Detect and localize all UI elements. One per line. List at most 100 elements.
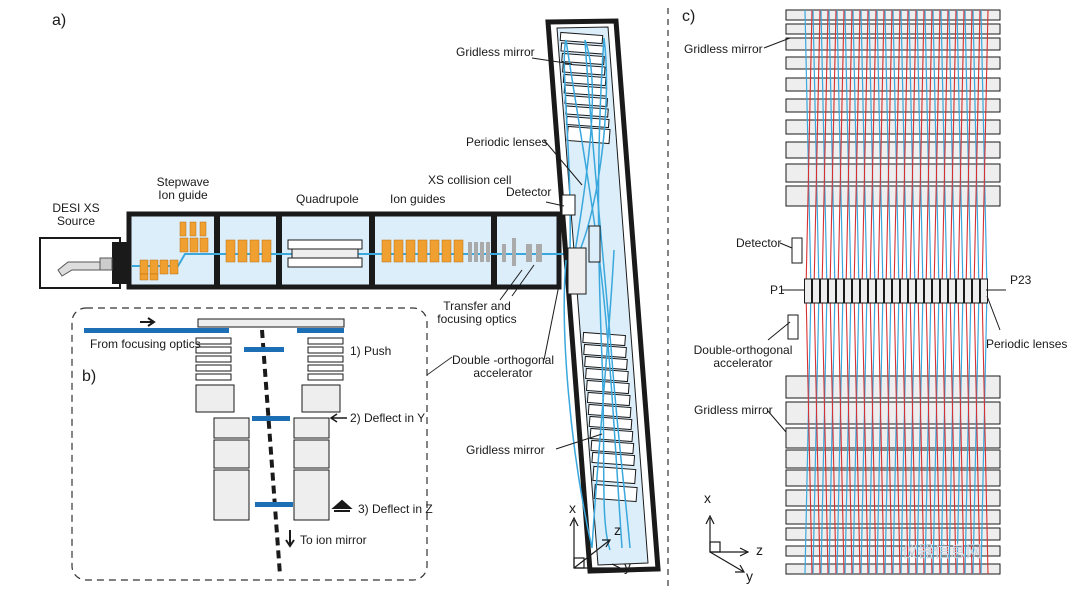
periodic-lens [932, 278, 940, 304]
mirror-plate [785, 37, 1001, 51]
mirror-plate [590, 439, 635, 455]
deflect-z-icon [331, 499, 353, 512]
panel-label-a: a) [52, 12, 67, 29]
label-double-orthogonal-a: Double -orthogonal accelerator [451, 353, 555, 380]
label-detector-c: Detector [736, 236, 782, 250]
quadrupole-rods [287, 239, 363, 268]
tof-ion-trajectories [563, 37, 631, 551]
periodic-lens [892, 278, 900, 304]
label-ion-guides: Ion guides [390, 192, 446, 206]
detector-a [561, 194, 576, 216]
periodic-lens [812, 278, 820, 304]
gridless-mirror-bottom-plates [582, 331, 638, 503]
mirror-plate [562, 63, 606, 76]
periodic-lens [836, 278, 844, 304]
periodic-lens [964, 278, 972, 304]
label-gridless-mirror-c-top: Gridless mirror [684, 42, 763, 56]
source-emitter [99, 257, 113, 271]
periodic-lens [820, 278, 828, 304]
mirror-plate [585, 379, 630, 395]
periodic-lens [900, 278, 908, 304]
label-periodic-lenses-c: Periodic lenses [986, 337, 1068, 351]
tof-analyzer [545, 18, 661, 574]
a-leader-lines [499, 57, 603, 450]
mirror-plate [585, 367, 629, 383]
mirror-plate [586, 391, 631, 407]
periodic-lens-a [588, 225, 601, 263]
periodic-lens [804, 278, 812, 304]
label-to-ion-mirror: To ion mirror [300, 533, 367, 547]
tof-inner [556, 26, 649, 566]
chamber-partitions [214, 214, 497, 287]
mirror-plate [582, 331, 627, 347]
mirror-plate [588, 415, 633, 431]
mirror-plate [591, 451, 636, 467]
direction-arrow [140, 317, 156, 327]
label-xs-cell: XS collision cell [428, 173, 512, 187]
periodic-lens [828, 278, 836, 304]
label-push: 1) Push [350, 344, 392, 358]
mirror-plate [559, 31, 604, 45]
label-detector-a: Detector [506, 185, 552, 199]
label-stepwave: Stepwave Ion guide [156, 175, 210, 202]
label-gridless-mirror-c-bottom: Gridless mirror [694, 403, 773, 417]
label-p23: P23 [1010, 273, 1032, 287]
label-gridless-mirror-a-top: Gridless mirror [456, 45, 535, 59]
mirror-plate [785, 163, 1001, 183]
panel-b-inset [71, 307, 453, 581]
periodic-lens [916, 278, 924, 304]
mirror-plate [561, 52, 605, 66]
label-deflect-y: 2) Deflect in Y [350, 411, 426, 425]
mirror-plate [587, 403, 632, 419]
periodic-lens [948, 278, 956, 304]
periodic-lens [980, 278, 988, 304]
down-arrow [285, 530, 295, 548]
from-optics-beam [84, 328, 229, 333]
panel-label-c: c) [682, 8, 696, 25]
c-periodic-lenses [804, 278, 988, 304]
panel-a-schematic [39, 18, 661, 574]
periodic-lens [860, 278, 868, 304]
label-from-focusing: From focusing optics [90, 337, 201, 351]
accelerator-c [787, 314, 799, 340]
acceleration-stack [195, 337, 344, 521]
periodic-lens [884, 278, 892, 304]
detector-c [791, 237, 803, 264]
axes-c [705, 514, 750, 573]
accelerator-a [567, 247, 587, 295]
label-gridless-mirror-a-bottom: Gridless mirror [466, 443, 545, 457]
mirror-plate [583, 343, 627, 359]
axis-c-y: y [746, 568, 753, 584]
axis-a-z: z [614, 522, 621, 538]
ion-guides-rings [381, 239, 464, 263]
deflect-y-arrow [329, 413, 347, 423]
stepwave-ion-guide [139, 221, 209, 281]
periodic-lens [924, 278, 932, 304]
axis-c-x: x [704, 490, 711, 506]
mirror-plate [593, 483, 638, 503]
transfer-optics [502, 238, 542, 266]
label-quadrupole: Quadrupole [296, 192, 359, 206]
periodic-lens [844, 278, 852, 304]
inset-connector [426, 356, 453, 376]
label-p1: P1 [770, 283, 785, 297]
periodic-lens [852, 278, 860, 304]
push-beam-right [297, 328, 344, 333]
c-leader-lines [763, 37, 1006, 433]
ion-guide-rings-2 [225, 239, 272, 263]
periodic-lens [868, 278, 876, 304]
axis-c-z: z [756, 542, 763, 558]
label-deflect-z: 3) Deflect in Z [358, 502, 433, 516]
inset-border [71, 307, 428, 581]
panel-c-schematic [705, 9, 1006, 575]
mirror-plate [785, 527, 1001, 541]
periodic-lens [956, 278, 964, 304]
mirror-plate [592, 465, 637, 485]
ion-path-dashed [260, 329, 282, 576]
label-transfer-optics: Transfer and focusing optics [437, 299, 517, 326]
label-desi-source: DESI XS Source [52, 201, 100, 228]
mirror-plate [785, 509, 1001, 525]
deflector-bars [244, 347, 293, 507]
push-plate [197, 318, 345, 328]
